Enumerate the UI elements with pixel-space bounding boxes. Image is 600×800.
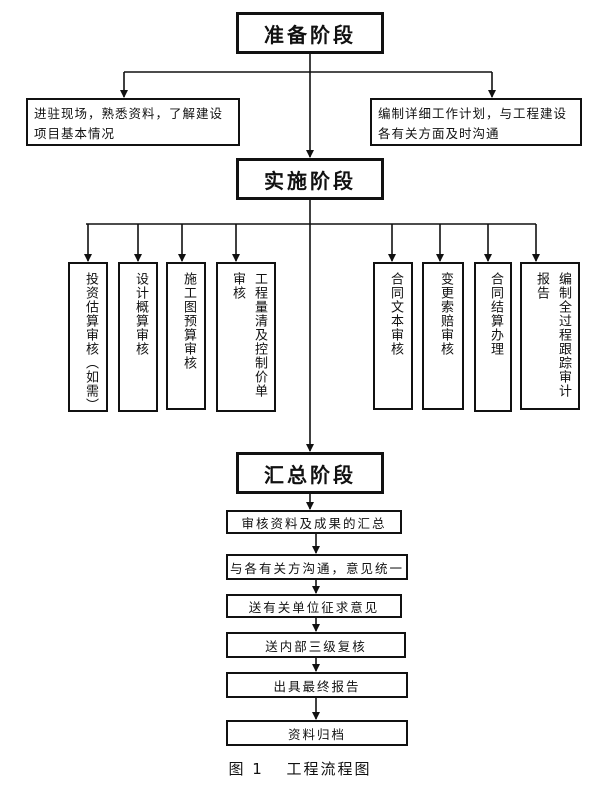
impl-item-settlement: 合同结算办理 (474, 262, 512, 412)
summary-step-review: 送内部三级复核 (226, 632, 406, 658)
impl-item-drawing-budget: 施工图预算审核 (166, 262, 206, 410)
impl-item-contract-review: 合同文本审核 (373, 262, 413, 410)
figure-caption: 图 1 工程流程图 (0, 758, 600, 779)
impl-item-change-claim-text: 变更索赔审核 (438, 272, 453, 356)
impl-item-bill-quantities-line1: 工程量清及控制价单 (252, 272, 267, 398)
summary-step-communicate: 与各有关方沟通，意见统一 (226, 554, 408, 580)
impl-item-bill-quantities-line2: 审核 (230, 272, 245, 300)
summary-step-report-text: 出具最终报告 (273, 678, 361, 694)
summary-step-archive: 资料归档 (226, 720, 408, 746)
prep-item-survey-text: 进驻现场，熟悉资料，了解建设项目基本情况 (34, 106, 224, 141)
impl-item-design-budget-text: 设计概算审核 (133, 272, 148, 356)
impl-item-design-budget: 设计概算审核 (118, 262, 158, 412)
summary-step-archive-text: 资料归档 (287, 726, 346, 742)
impl-item-estimate: 投资估算审核（如需） (68, 262, 108, 412)
prep-item-survey: 进驻现场，熟悉资料，了解建设项目基本情况 (26, 98, 240, 146)
impl-item-change-claim: 变更索赔审核 (422, 262, 464, 410)
impl-item-audit-report: 编制全过程跟踪审计 报告 (520, 262, 580, 410)
stage-summary: 汇总阶段 (236, 452, 384, 494)
impl-item-settlement-text: 合同结算办理 (488, 272, 503, 356)
impl-item-contract-review-text: 合同文本审核 (388, 272, 403, 356)
impl-item-bill-quantities: 工程量清及控制价单 审核 (216, 262, 276, 412)
stage-prep-label: 准备阶段 (264, 22, 356, 47)
summary-step-collect: 审核资料及成果的汇总 (226, 510, 402, 534)
summary-step-report: 出具最终报告 (226, 672, 408, 698)
impl-item-drawing-budget-text: 施工图预算审核 (181, 272, 196, 370)
prep-item-plan-text: 编制详细工作计划，与工程建设各有关方面及时沟通 (378, 106, 568, 141)
summary-step-collect-text: 审核资料及成果的汇总 (241, 515, 387, 531)
impl-item-estimate-text: 投资估算审核（如需） (83, 272, 98, 412)
summary-step-solicit-text: 送有关单位征求意见 (248, 599, 380, 615)
prep-item-plan: 编制详细工作计划，与工程建设各有关方面及时沟通 (370, 98, 582, 146)
stage-summary-label: 汇总阶段 (264, 462, 356, 487)
summary-step-review-text: 送内部三级复核 (265, 638, 367, 654)
stage-impl: 实施阶段 (236, 158, 384, 200)
figure-title: 工程流程图 (286, 760, 372, 778)
summary-step-communicate-text: 与各有关方沟通，意见统一 (229, 560, 404, 576)
figure-label: 图 1 (228, 760, 264, 778)
stage-impl-label: 实施阶段 (264, 168, 356, 193)
impl-item-audit-report-line2: 报告 (534, 272, 549, 300)
stage-prep: 准备阶段 (236, 12, 384, 54)
impl-item-audit-report-line1: 编制全过程跟踪审计 (556, 272, 571, 398)
summary-step-solicit: 送有关单位征求意见 (226, 594, 402, 618)
